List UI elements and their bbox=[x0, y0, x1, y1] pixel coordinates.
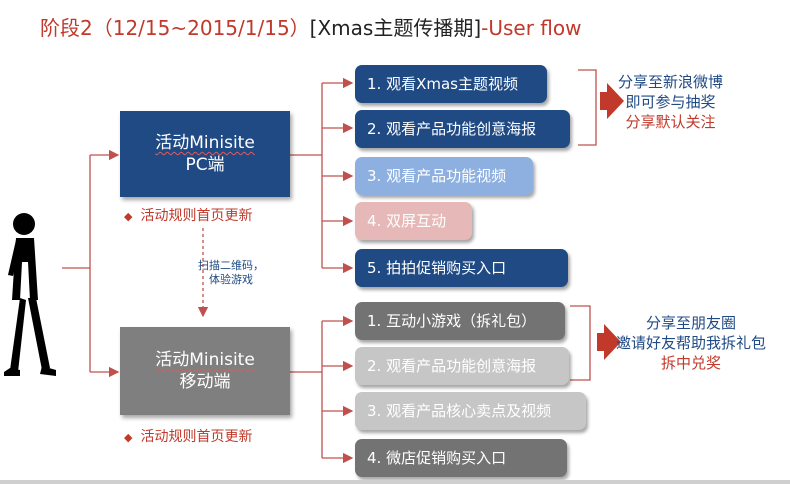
mobile-callout-line-3: 拆中兑奖 bbox=[661, 354, 722, 372]
right-arrow-icon bbox=[597, 324, 621, 360]
mobile-step-3: 3. 观看产品核心卖点及视频 bbox=[355, 392, 586, 430]
scan-qr-note: 扫描二维码， 体验游戏 bbox=[198, 259, 264, 287]
mobile-minisite-box: 活动Minisite 移动端 bbox=[120, 327, 290, 415]
mobile-step-4: 4. 微店促销购买入口 bbox=[355, 439, 567, 477]
title-suffix: -User flow bbox=[481, 16, 582, 40]
pc-box-subtitle: PC端 bbox=[185, 155, 225, 175]
mobile-step-1: 1. 互动小游戏（拆礼包） bbox=[355, 302, 565, 340]
mobile-step-2: 2. 观看产品功能创意海报 bbox=[355, 347, 569, 385]
right-arrow-icon bbox=[600, 83, 624, 119]
mobile-callout-line-2: 邀请好友帮助我拆礼包 bbox=[616, 334, 767, 352]
mobile-share-callout: 分享至朋友圈 邀请好友帮助我拆礼包 拆中兑奖 bbox=[616, 313, 766, 373]
mobile-note: ◆ 活动规则首页更新 bbox=[124, 426, 252, 446]
pc-step-5: 5. 拍拍促销购买入口 bbox=[355, 249, 568, 287]
title-theme: [Xmas主题传播期] bbox=[309, 16, 482, 40]
pc-box-title: 活动Minisite bbox=[155, 133, 255, 153]
mobile-box-title: 活动Minisite bbox=[155, 350, 255, 370]
diagram-title: 阶段2（12/15~2015/1/15）[Xmas主题传播期]-User flo… bbox=[40, 14, 582, 42]
mobile-note-text: 活动规则首页更新 bbox=[140, 429, 253, 445]
pc-note: ◆ 活动规则首页更新 bbox=[124, 205, 252, 225]
pc-step-2: 2. 观看产品功能创意海报 bbox=[355, 110, 570, 148]
person-icon bbox=[4, 213, 56, 376]
scan-line-2: 体验游戏 bbox=[209, 273, 253, 286]
mobile-callout-line-1: 分享至朋友圈 bbox=[646, 314, 737, 332]
pc-step-3: 3. 观看产品功能视频 bbox=[355, 157, 533, 195]
pc-step-4: 4. 双屏互动 bbox=[355, 202, 472, 240]
pc-brace bbox=[578, 69, 597, 146]
pc-callout-line-3: 分享默认关注 bbox=[625, 113, 716, 131]
pc-share-callout: 分享至新浪微博 即可参与抽奖 分享默认关注 bbox=[618, 72, 723, 132]
bottom-divider bbox=[0, 480, 790, 484]
scan-line-1: 扫描二维码， bbox=[198, 259, 264, 272]
pc-callout-line-2: 即可参与抽奖 bbox=[625, 93, 716, 111]
pc-note-text: 活动规则首页更新 bbox=[140, 208, 253, 224]
pc-callout-line-1: 分享至新浪微博 bbox=[618, 73, 724, 91]
diamond-bullet-icon: ◆ bbox=[124, 431, 133, 444]
pc-step-1: 1. 观看Xmas主题视频 bbox=[355, 65, 547, 103]
diamond-bullet-icon: ◆ bbox=[124, 210, 133, 223]
pc-minisite-box: 活动Minisite PC端 bbox=[120, 111, 290, 197]
mobile-brace bbox=[570, 305, 591, 381]
title-phase: 阶段2（12/15~2015/1/15） bbox=[40, 16, 310, 40]
mobile-box-subtitle: 移动端 bbox=[179, 372, 231, 392]
